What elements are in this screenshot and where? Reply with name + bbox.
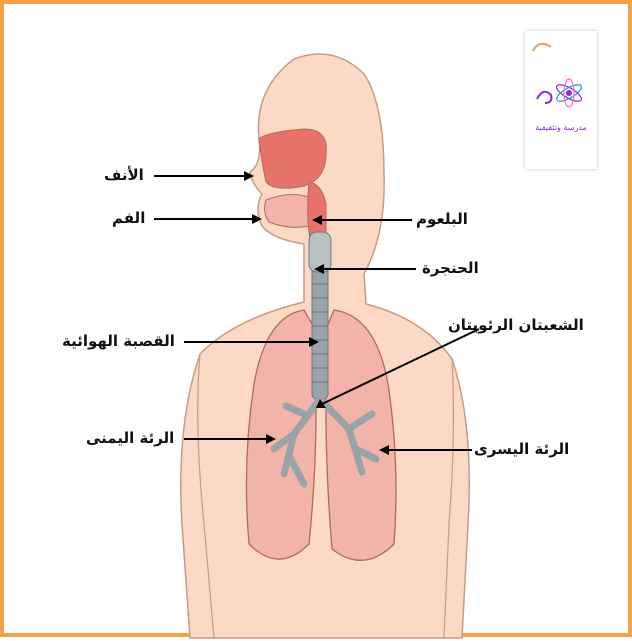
label-larynx: الحنجرة	[422, 259, 479, 277]
label-right-lung: الرئة اليمنى	[86, 429, 174, 447]
label-nose: الأنف	[104, 166, 144, 184]
logo-text: مدرسة وتثقيفية	[525, 123, 597, 132]
label-bronchi: الشعبتان الرئويتان	[448, 316, 584, 334]
school-logo-badge: مدرسة وتثقيفية	[525, 31, 597, 169]
nasal-cavity	[259, 129, 326, 188]
label-pharynx: البلعوم	[416, 210, 468, 228]
atom-logo-icon	[525, 31, 597, 121]
label-mouth: الفم	[112, 209, 145, 227]
label-left-lung: الرئة اليسرى	[474, 440, 569, 458]
label-trachea: القصبة الهوائية	[62, 332, 175, 350]
